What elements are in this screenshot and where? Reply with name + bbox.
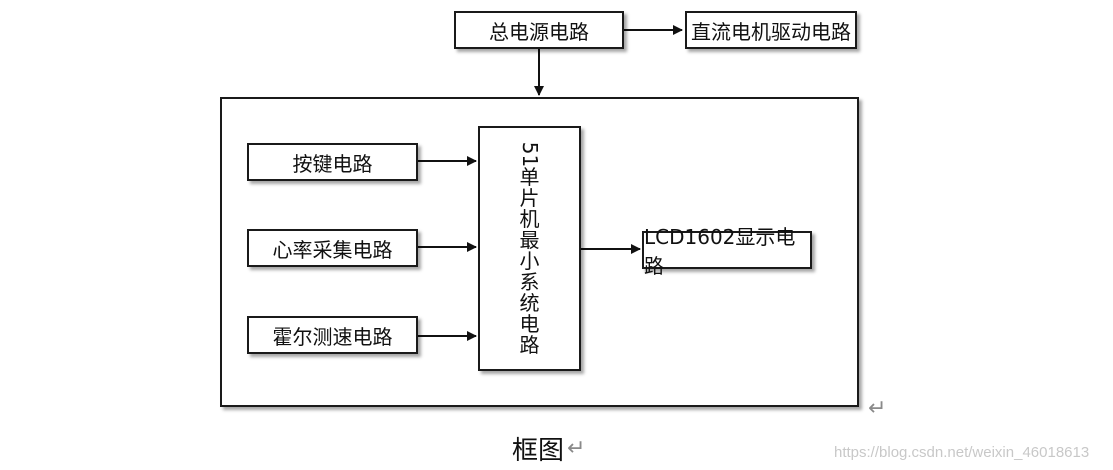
mcu-char: 机 [519,206,540,231]
mcu-char: 电 [519,311,540,336]
system-frame [220,97,859,407]
mcu-char: 小 [519,248,540,273]
hall-speed-block: 霍尔测速电路 [247,316,418,354]
mcu-char: 最 [519,227,540,252]
heart-rate-block: 心率采集电路 [247,229,418,267]
figure-caption: 框图 [512,436,565,466]
key-circuit-block: 按键电路 [247,143,418,181]
power-circuit-block: 总电源电路 [454,11,624,49]
mcu-char: 单 [519,164,540,189]
return-mark-icon: ↵ [868,396,887,421]
mcu-char: 系 [519,269,540,294]
key-circuit-label: 按键电路 [292,151,373,176]
dc-motor-driver-block: 直流电机驱动电路 [685,11,857,49]
caption-return-mark-icon: ↵ [567,436,586,461]
lcd-display-block: LCD1602显示电路 [642,225,812,278]
mcu-char: 片 [519,185,540,210]
mcu-char: 统 [519,290,540,315]
power-circuit-label: 总电源电路 [489,19,589,44]
mcu-minimum-system-block: 51 单 片 机 最 小 系 统 电 路 [478,126,581,371]
dc-motor-driver-label: 直流电机驱动电路 [691,19,851,44]
hall-speed-label: 霍尔测速电路 [272,324,393,349]
lcd-display-label: LCD1602显示电路 [644,225,796,278]
mcu-char: 路 [519,332,540,357]
heart-rate-label: 心率采集电路 [272,237,393,262]
mcu-prefix-label: 51 [517,141,542,167]
watermark-url: https://blog.csdn.net/weixin_46018613 [834,444,1090,461]
